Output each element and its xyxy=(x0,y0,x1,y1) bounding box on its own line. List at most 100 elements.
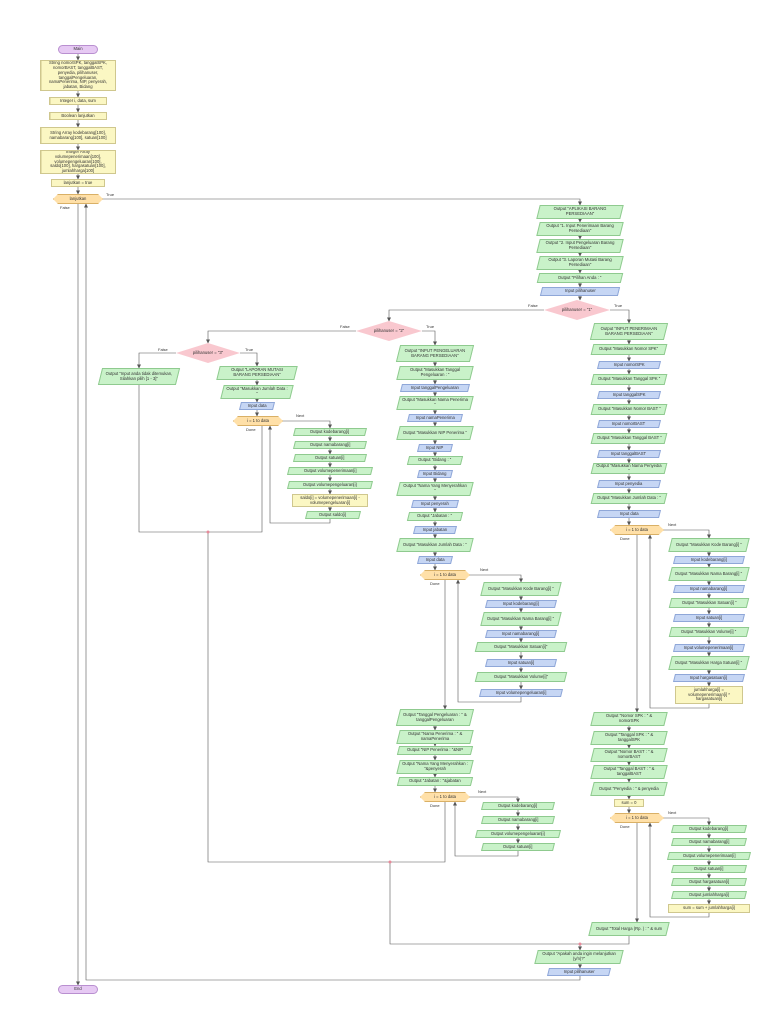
issue-count-prompt: Output "Masukkan Jumlah Data : " xyxy=(396,538,474,552)
end-terminal: End xyxy=(58,985,98,994)
issue-recipient-input: Input namaPenerima xyxy=(407,414,463,422)
issue-input-loop: i = 1 to data xyxy=(420,570,470,580)
menu-choice-output: Output "Pilihan Anda : " xyxy=(536,273,624,283)
report-loop-next-label: Next xyxy=(296,413,305,418)
issue-loop1-next-label: Next xyxy=(480,567,489,572)
receipt-grand-total: Output "Total Harga (Rp. ) : " & sum xyxy=(588,922,670,936)
string-declaration: String nomorSPK, tanggalSPK, nomorBAST, … xyxy=(40,60,116,91)
receipt-loop1-next-label: Next xyxy=(668,522,677,527)
connector-30 xyxy=(664,529,711,539)
issue-nip-input: Input NIP xyxy=(417,444,453,452)
issue-position-input: Input jabatan xyxy=(413,526,457,534)
invalid-choice-output: Output "Input anda tidak ditemukan, Sila… xyxy=(97,368,181,385)
continue-choice-input: Input pilihanuser xyxy=(547,968,611,976)
receipt-summary-spk: Output "Nomor SPK : " & nomorSPK xyxy=(590,712,668,726)
receipt-report-loop: i = 1 to data xyxy=(610,813,664,823)
connector-41 xyxy=(648,534,710,709)
report-balance-calc: saldo[i] = volumepenerimaan[i] - volumep… xyxy=(292,494,368,507)
receipt-report-name: Output namabarang[i] xyxy=(671,838,747,846)
issue-loop-code-prompt: Output "Masukkan Kode Barang[i] " xyxy=(480,582,562,596)
receipt-summary-bast-date: Output "Tanggal BAST : " & tanggalBAST xyxy=(590,765,668,779)
receipt-summary-supplier: Output "Penyedia : " & penyedia xyxy=(590,782,668,796)
receipt-report-volume: Output volumepenerimaan[i] xyxy=(667,852,751,860)
issue-handover-input: Input penyerah xyxy=(411,500,459,508)
junction-dot-117 xyxy=(206,530,210,534)
report-count-input: Input data xyxy=(239,402,275,410)
decision-choice-1: pilihanuser = "1" xyxy=(544,300,610,320)
connector-59 xyxy=(422,330,437,346)
menu-option2-output: Output "2. Input Pengeluaran Barang Pers… xyxy=(536,239,624,253)
issue-summary-recipient: Output "Nama Penerima : " & namaPenerima xyxy=(396,730,474,744)
receipt-supplier-input: Input penyedia xyxy=(597,480,661,488)
integer-declaration: Integer i, data, sum xyxy=(49,97,107,105)
connector-109 xyxy=(268,425,331,524)
menu-option1-output: Output "1. Input Penerimaan Barang Perse… xyxy=(536,222,624,236)
connector-15 xyxy=(610,309,631,324)
connector-112 xyxy=(207,532,390,863)
connector-96 xyxy=(390,802,446,863)
choice1-false-label: False xyxy=(528,303,538,308)
report-loop: i = 1 to data xyxy=(233,416,283,426)
receipt-loop-price-prompt: Output "Masukkan Harga Satuan[i] " xyxy=(668,656,750,670)
receipt-loop-code-input: Input kodebarang[i] xyxy=(673,556,745,564)
receipt-loop-price-input: Input hargasatuan[i] xyxy=(673,674,745,682)
issue-loop-name-prompt: Output "Masukkan Nama Barang[i] " xyxy=(480,612,562,626)
issue-count-input: Input data xyxy=(417,556,453,564)
choice1-true-label: True xyxy=(614,303,623,308)
connector-91 xyxy=(470,796,520,803)
receipt-loop-unit-input: Input satuan[i] xyxy=(673,614,745,622)
issue-summary-date: Output "Tanggal Pengeluaran : " & tangga… xyxy=(395,709,475,726)
connector-56 xyxy=(648,822,710,918)
connector-111 xyxy=(138,385,208,533)
choice2-false-label: False xyxy=(340,324,350,329)
receipt-count-prompt: Output "Masukkan Jumlah Data : " xyxy=(590,493,668,504)
choice2-true-label: True xyxy=(426,324,435,329)
receipt-loop1-done-label: Done xyxy=(620,536,630,541)
receipt-spk-prompt: Output "Masukkan Nomor SPK" xyxy=(590,344,668,355)
report-issued-output: Output volumepengeluaran[i] xyxy=(287,481,373,489)
receipt-loop-name-prompt: Output "Masukkan Nama Barang[i] " xyxy=(668,567,750,581)
connector-116 xyxy=(84,203,581,981)
while-lanjutkan: lanjutkan xyxy=(53,194,103,204)
choice3-false-label: False xyxy=(158,347,168,352)
decision-choice-2: pilihanuser = "2" xyxy=(356,321,422,341)
receipt-summary-spk-date: Output "Tanggal SPK : " & tanggalSPK xyxy=(590,731,668,745)
issue-field-input: Input Bidang xyxy=(417,470,453,478)
issue-nip-prompt: Output "Masukkan NIP Penerima " xyxy=(396,426,474,440)
menu-choice-input: Input pilihanuser xyxy=(539,287,621,296)
issue-report-code: Output kodebarang[i] xyxy=(481,802,555,810)
boolean-declaration: Boolean lanjutkan xyxy=(49,112,107,120)
receipt-bast-date-prompt: Output "Masukkan Tanggal BAST " xyxy=(590,433,668,444)
receipt-bast-input: Input nomorBAST xyxy=(597,420,661,428)
receipt-supplier-prompt: Output "Masukkan Nama Penyedia " xyxy=(590,463,668,474)
junction-dot-119 xyxy=(578,942,582,946)
receipt-spk-date-prompt: Output "Masukkan Tanggal SPK " xyxy=(590,374,668,385)
receipt-loop-volume-input: Input volumepenerimaan[i] xyxy=(673,644,745,652)
report-balance-output: Output saldo[i] xyxy=(305,511,361,519)
issue-title-output: Output "INPUT PENGELUARAN BARANG PERSEDI… xyxy=(395,345,475,362)
issue-loop2-next-label: Next xyxy=(478,789,487,794)
issue-loop-name-input: Input namabarang[i] xyxy=(485,630,557,638)
choice3-true-label: True xyxy=(245,347,254,352)
receipt-title-output: Output "INPUT PENERIMAAN BARANG PERSEDIA… xyxy=(589,323,669,340)
receipt-loop2-done-label: Done xyxy=(620,824,630,829)
receipt-report-price: Output hargasatuan[i] xyxy=(671,878,747,886)
issue-report-unit: Output satuan[i] xyxy=(481,843,555,851)
receipt-bast-date-input: Input tanggalBAST xyxy=(597,450,661,458)
receipt-loop2-next-label: Next xyxy=(668,810,677,815)
connector-95 xyxy=(453,801,519,857)
issue-summary-nip: Output "NIP Penerima : "&NIP xyxy=(396,746,474,755)
issue-recipient-prompt: Output "Masukkan Nama Penerima " xyxy=(396,396,474,410)
receipt-summary-bast: Output "Nomor BAST : " & nomorBAST xyxy=(590,748,668,762)
report-loop-done-label: Done xyxy=(246,427,256,432)
issue-report-loop: i = 1 to data xyxy=(420,792,470,802)
receipt-report-unit: Output satuan[i] xyxy=(671,865,747,873)
issue-loop-code-input: Input kodebarang[i] xyxy=(485,600,557,608)
receipt-sum-accumulate: sum = sum + jumlahharga[i] xyxy=(668,904,750,913)
connector-60 xyxy=(206,330,356,344)
receipt-bast-prompt: Output "Masukkan Nomor BAST " xyxy=(590,404,668,415)
connector-7 xyxy=(103,198,582,206)
connector-97 xyxy=(240,352,259,367)
receipt-loop-volume-prompt: Output "Masukkan Volume[i] " xyxy=(668,627,750,637)
issue-date-input: Input tanggalPengeluaran xyxy=(400,384,470,392)
